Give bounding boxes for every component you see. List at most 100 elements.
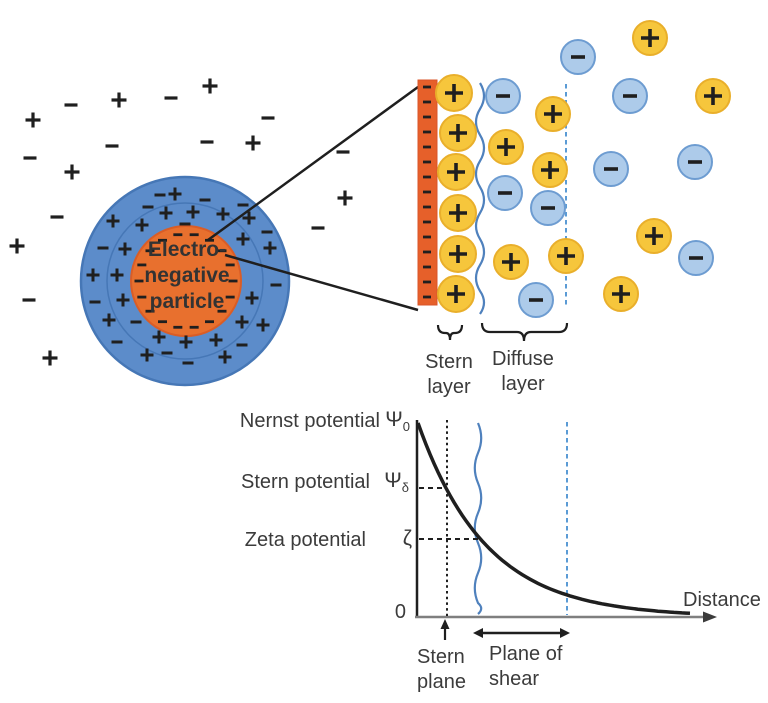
zeta-potential-label: Zeta potential bbox=[244, 529, 366, 551]
negative-ion bbox=[612, 78, 648, 114]
ion-charge-sign bbox=[641, 29, 659, 47]
ion-charge-sign bbox=[449, 124, 467, 142]
plus-sign bbox=[64, 164, 80, 180]
callout-line-top bbox=[207, 85, 419, 242]
plus-sign bbox=[116, 293, 130, 307]
psi-subscript-zero: 0 bbox=[402, 419, 410, 435]
plus-sign bbox=[42, 350, 58, 366]
zeta-symbol: ζ bbox=[402, 527, 412, 550]
diffuse-layer-brace bbox=[480, 322, 569, 342]
ion-charge-sign bbox=[449, 204, 467, 222]
plus-sign bbox=[263, 241, 277, 255]
x-axis-arrowhead bbox=[703, 611, 717, 623]
ion-charge-sign bbox=[612, 285, 630, 303]
positive-ion bbox=[488, 129, 524, 165]
negative-ion bbox=[677, 144, 713, 180]
bound-layer-ions bbox=[86, 187, 282, 365]
positive-ion bbox=[603, 276, 639, 312]
negative-ion bbox=[530, 190, 566, 226]
positive-ion bbox=[439, 114, 477, 152]
plus-sign bbox=[86, 268, 100, 282]
ion-charge-sign bbox=[502, 253, 520, 271]
plus-sign bbox=[216, 207, 230, 221]
shear-plane-wavy-line-graph bbox=[473, 422, 483, 615]
positive-ion bbox=[548, 238, 584, 274]
plus-sign bbox=[209, 333, 223, 347]
negative-ion bbox=[485, 78, 521, 114]
plus-sign bbox=[235, 315, 249, 329]
positive-ion bbox=[437, 153, 475, 191]
positive-ion bbox=[695, 78, 731, 114]
positive-ion bbox=[535, 96, 571, 132]
stern-potential-label: Stern potential bbox=[241, 471, 370, 493]
plus-sign bbox=[9, 238, 25, 254]
plus-sign bbox=[179, 335, 193, 349]
plus-sign bbox=[25, 112, 41, 128]
plus-sign bbox=[245, 291, 259, 305]
callout-line-bottom bbox=[224, 253, 419, 312]
bulk-solution-ions-right bbox=[560, 20, 731, 312]
negative-ion bbox=[518, 282, 554, 318]
positive-ion bbox=[435, 74, 473, 112]
diffuse-layer-ions bbox=[485, 78, 584, 318]
ion-charge-sign bbox=[447, 163, 465, 181]
negative-ion bbox=[487, 175, 523, 211]
potential-decay-curve bbox=[416, 422, 691, 616]
bulk-solution-ions-left bbox=[9, 78, 353, 366]
plus-sign bbox=[140, 348, 154, 362]
plus-sign bbox=[168, 187, 182, 201]
plane-of-shear-arrowhead-left bbox=[473, 628, 483, 638]
psi-symbol: Ψ bbox=[385, 408, 403, 431]
positive-ion bbox=[493, 244, 529, 280]
ion-charge-sign bbox=[445, 84, 463, 102]
plus-sign bbox=[242, 211, 256, 225]
plus-sign bbox=[256, 318, 270, 332]
ion-charge-sign bbox=[557, 247, 575, 265]
positive-ion bbox=[532, 152, 568, 188]
ion-charge-sign bbox=[447, 285, 465, 303]
ion-charge-sign bbox=[704, 87, 722, 105]
stern-potential-symbol: Ψδ bbox=[380, 469, 409, 500]
psi-subscript-delta: δ bbox=[401, 480, 409, 496]
plus-sign bbox=[111, 92, 127, 108]
zeta-potential-symbol: ζ bbox=[380, 527, 412, 551]
ion-charge-sign bbox=[645, 227, 663, 245]
plus-sign bbox=[152, 330, 166, 344]
particle-inner-ring bbox=[106, 202, 264, 360]
x-axis-distance-label: Distance bbox=[683, 589, 761, 611]
stern-layer-ions bbox=[435, 74, 477, 313]
plus-sign bbox=[135, 218, 149, 232]
ion-charge-sign bbox=[544, 105, 562, 123]
positive-ion bbox=[439, 194, 477, 232]
surface-minus-charges bbox=[423, 85, 431, 299]
plus-sign bbox=[110, 268, 124, 282]
plus-sign bbox=[202, 78, 218, 94]
shear-plane-wavy-line-top bbox=[474, 82, 486, 315]
plus-sign bbox=[106, 214, 120, 228]
psi-symbol: Ψ bbox=[384, 469, 402, 492]
plus-sign bbox=[337, 190, 353, 206]
plus-sign bbox=[159, 206, 173, 220]
ion-charge-sign bbox=[497, 138, 515, 156]
positive-ion bbox=[439, 235, 477, 273]
plane-of-shear-arrowhead-right bbox=[560, 628, 570, 638]
plus-sign bbox=[218, 350, 232, 364]
positive-ion bbox=[437, 275, 475, 313]
stern-plane-pointer-arrowhead bbox=[440, 619, 450, 629]
negative-ion bbox=[560, 39, 596, 75]
nernst-potential-label: Nernst potential bbox=[239, 410, 380, 432]
origin-zero-label: 0 bbox=[394, 601, 406, 623]
plus-sign bbox=[186, 205, 200, 219]
positive-ion bbox=[636, 218, 672, 254]
negative-ion bbox=[593, 151, 629, 187]
ion-charge-sign bbox=[541, 161, 559, 179]
plus-sign bbox=[245, 135, 261, 151]
plus-sign bbox=[102, 313, 116, 327]
negative-ion bbox=[678, 240, 714, 276]
